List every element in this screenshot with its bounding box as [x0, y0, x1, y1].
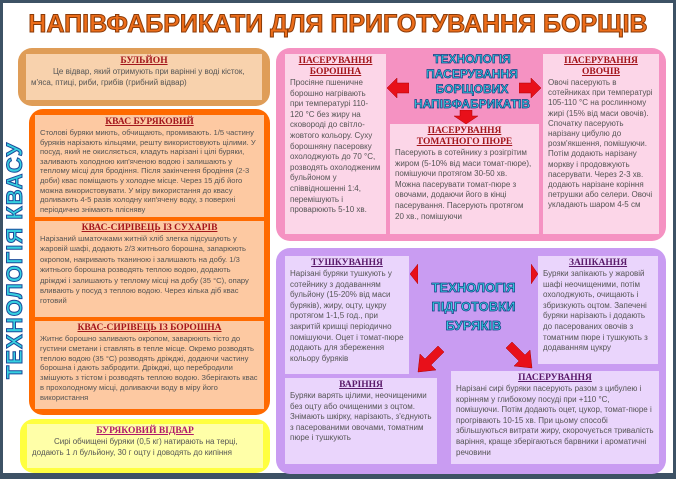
spacer: [521, 114, 543, 115]
buryaky-paseruvannya-text: Нарізані сирі буряки пасерують разом з ц…: [456, 384, 654, 457]
arrow-right-icon: [519, 78, 541, 98]
tushkuvannya-text: Нарізані буряки тушкують у сотейнику з д…: [290, 269, 404, 363]
borosha-heading: ПАСЕРУВАННЯ БОРОШНА: [298, 56, 373, 77]
kvas-borosha-panel: КВАС-СИРІВЕЦЬ ІЗ БОРОШНА Житнє борошно з…: [35, 321, 264, 409]
kvas-section-title: ТЕХНОЛОГІЯ КВАСУ: [2, 141, 28, 379]
bulion-heading: БУЛЬЙОН: [120, 56, 168, 66]
kvas-buryakovyi-panel: КВАС БУРЯКОВИЙ Столові буряки миють, обч…: [35, 115, 264, 217]
arrow-down-icon: [454, 110, 478, 124]
tomat-heading: ПАСЕРУВАННЯ ТОМАТНОГО ПЮРЕ: [416, 126, 513, 147]
poster-title: НАПІВФАБРИКАТИ ДЛЯ ПРИГОТУВАННЯ БОРЩІВ: [28, 10, 648, 39]
buryak-vidvar-panel: БУРЯКОВИЙ ВІДВАР Сирі обчищені буряки (0…: [27, 424, 263, 468]
ovochi-text: Овочі пасерують в сотейниках при темпера…: [548, 78, 653, 210]
kvas-suhari-text: Нарізаний шматочками житній хліб злегка …: [40, 234, 249, 306]
arrow-right-icon: [531, 264, 538, 284]
tomat-panel: ПАСЕРУВАННЯ ТОМАТНОГО ПЮРЕ Пасерують в с…: [390, 124, 539, 234]
tushkuvannya-heading: ТУШКУВАННЯ: [311, 258, 383, 268]
arrow-left-icon: [410, 264, 418, 284]
tushkuvannya-panel: ТУШКУВАННЯ Нарізані буряки тушкують у со…: [285, 256, 409, 374]
kvas-suhari-panel: КВАС-СИРІВЕЦЬ ІЗ СУХАРІВ Нарізаний шмато…: [35, 221, 264, 317]
buryaky-paseruvannya-panel: ПАСЕРУВАННЯ Нарізані сирі буряки пасерую…: [451, 371, 659, 464]
buryaky-title: ТЕХНОЛОГІЯ ПІДГОТОВКИ БУРЯКІВ: [431, 280, 516, 334]
zapikannya-panel: ЗАПІКАННЯ Буряки запікають у жаровій шаф…: [538, 256, 658, 364]
borosha-text: Просіяне пшеничне борошно нагрівають при…: [290, 78, 381, 215]
arrow-down-right-icon: [505, 341, 533, 369]
kvas-box: КВАС БУРЯКОВИЙ Столові буряки миють, обч…: [29, 109, 270, 415]
varinnya-panel: ВАРІННЯ Буряки варять цілими, неочищеним…: [285, 378, 437, 464]
tomat-text: Пасерують в сотейнику з розігрітим жиром…: [395, 148, 532, 221]
kvas-borosha-text: Житнє борошно заливають окропом, заварюю…: [40, 334, 258, 402]
buryak-vidvar-box: БУРЯКОВИЙ ВІДВАР Сирі обчищені буряки (0…: [20, 419, 270, 473]
ovochi-heading: ПАСЕРУВАННЯ ОВОЧІВ: [564, 56, 638, 77]
kvas-buryakovyi-heading: КВАС БУРЯКОВИЙ: [105, 117, 194, 127]
buryaky-paseruvannya-heading: ПАСЕРУВАННЯ: [518, 373, 592, 383]
bulion-box: БУЛЬЙОН Це відвар, який отримують при ва…: [18, 48, 270, 106]
kvas-suhari-heading: КВАС-СИРІВЕЦЬ ІЗ СУХАРІВ: [81, 223, 218, 233]
ovochi-panel: ПАСЕРУВАННЯ ОВОЧІВ Овочі пасерують в сот…: [543, 54, 659, 234]
bulion-text: Це відвар, який отримують при варінні у …: [31, 67, 245, 87]
bulion-panel: БУЛЬЙОН Це відвар, який отримують при ва…: [26, 54, 262, 100]
kvas-buryakovyi-text: Столові буряки миють, обчищають, промива…: [40, 128, 256, 214]
buryak-vidvar-heading: БУРЯКОВИЙ ВІДВАР: [96, 426, 194, 436]
varinnya-text: Буряки варять цілими, неочищеними без оц…: [290, 391, 432, 443]
varinnya-heading: ВАРІННЯ: [339, 380, 383, 390]
buryak-vidvar-text: Сирі обчищені буряки (0,5 кг) натирають …: [32, 437, 238, 457]
borosha-panel: ПАСЕРУВАННЯ БОРОШНА Просіяне пшеничне бо…: [285, 54, 386, 234]
kvas-borosha-heading: КВАС-СИРІВЕЦЬ ІЗ БОРОШНА: [77, 323, 222, 333]
paseruvannya-box: ПАСЕРУВАННЯ БОРОШНА Просіяне пшеничне бо…: [276, 48, 666, 241]
buryaky-box: ТУШКУВАННЯ Нарізані буряки тушкують у со…: [276, 248, 666, 474]
zapikannya-text: Буряки запікають у жаровій шафі неочищен…: [543, 269, 648, 353]
zapikannya-heading: ЗАПІКАННЯ: [568, 258, 628, 268]
paseruvannya-title: ТЕХНОЛОГІЯ ПАСЕРУВАННЯ БОРЩОВИХ НАПІВФАБ…: [413, 52, 531, 112]
arrow-down-left-icon: [417, 345, 445, 373]
arrow-left-icon: [387, 78, 409, 98]
